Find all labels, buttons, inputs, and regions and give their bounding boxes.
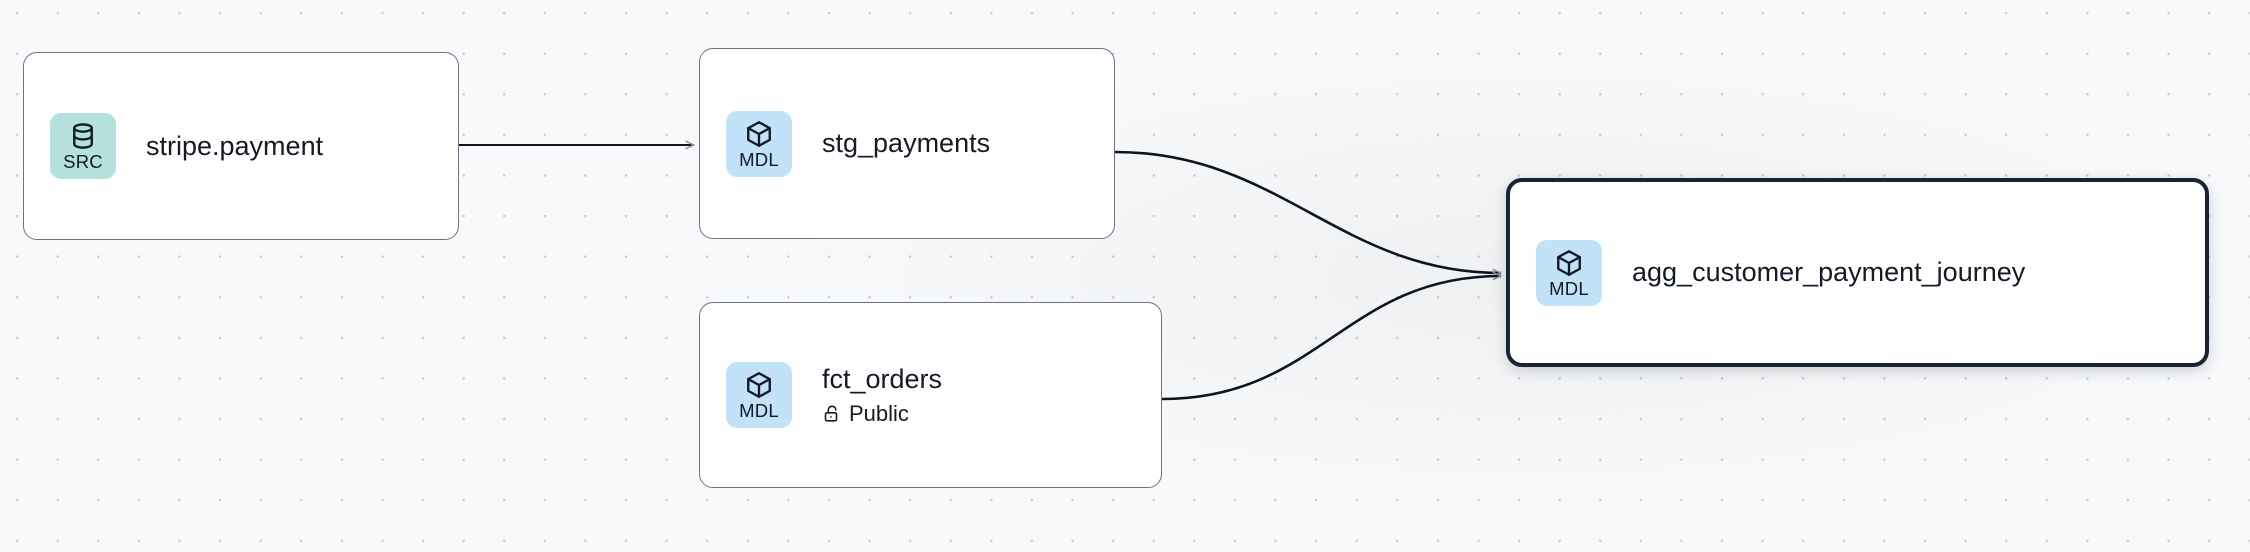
node-badge-mdl: MDL [726, 362, 792, 428]
node-badge-label: SRC [63, 151, 103, 172]
node-fct-orders[interactable]: MDL fct_orders Public [699, 302, 1162, 488]
node-visibility-label: Public [849, 401, 909, 426]
node-body: stg_payments [822, 127, 990, 160]
node-badge-src: SRC [50, 113, 116, 179]
node-visibility: Public [822, 401, 942, 427]
node-stripe-payment[interactable]: SRC stripe.payment [23, 52, 459, 240]
node-title: agg_customer_payment_journey [1632, 257, 2026, 287]
node-stg-payments[interactable]: MDL stg_payments [699, 48, 1115, 239]
node-badge-label: MDL [739, 400, 779, 421]
node-agg-customer-payment-journey[interactable]: MDL agg_customer_payment_journey [1506, 178, 2209, 367]
node-badge-mdl: MDL [726, 110, 792, 177]
unlock-icon [822, 404, 842, 424]
node-badge-label: MDL [739, 148, 779, 170]
node-badge-label: MDL [1549, 277, 1589, 299]
node-title: fct_orders [822, 364, 943, 394]
database-icon [68, 121, 98, 152]
node-title: stripe.payment [146, 130, 324, 161]
node-badge-mdl: MDL [1536, 239, 1602, 306]
node-body: agg_customer_payment_journey [1632, 256, 2025, 289]
cube-icon [1554, 248, 1584, 279]
cube-icon [744, 119, 774, 150]
node-body: fct_orders Public [822, 363, 942, 427]
cube-icon [744, 370, 774, 401]
edge-fct-to-agg [1161, 276, 1501, 401]
node-title: stg_payments [822, 128, 991, 158]
edge-stg-to-agg [1114, 150, 1501, 273]
node-body: stripe.payment [146, 130, 323, 163]
